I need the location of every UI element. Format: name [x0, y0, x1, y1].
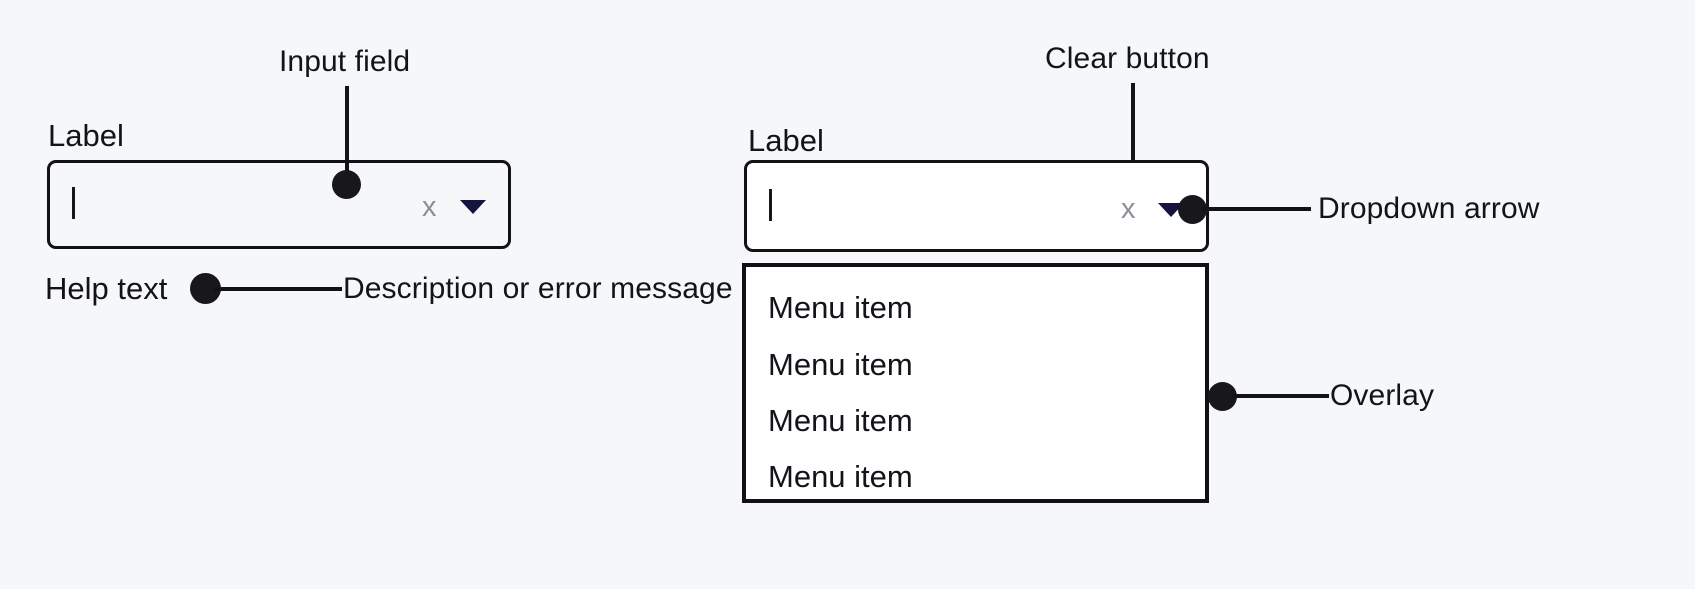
leader-line-dropdown-arrow [1201, 207, 1311, 211]
menu-item[interactable]: Menu item [768, 403, 913, 438]
menu-item[interactable]: Menu item [768, 290, 913, 325]
callout-label-help-description: Description or error message [343, 272, 733, 305]
dropdown-arrow-icon-right[interactable] [1158, 203, 1184, 217]
dropdown-overlay-menu[interactable]: Menu item Menu item Menu item Menu item [742, 263, 1209, 503]
leader-line-clear-button [1131, 83, 1135, 187]
field-label-left: Label [48, 118, 124, 153]
menu-item[interactable]: Menu item [768, 347, 913, 382]
field-label-right: Label [748, 123, 824, 158]
clear-x-icon-left[interactable]: x [422, 191, 437, 223]
text-caret-left [72, 187, 75, 219]
clear-x-icon-right[interactable]: x [1121, 193, 1136, 225]
callout-label-overlay: Overlay [1330, 379, 1435, 412]
callout-label-dropdown-arrow: Dropdown arrow [1318, 192, 1540, 225]
help-text-left: Help text [45, 271, 168, 306]
callout-label-clear-button: Clear button [1045, 42, 1210, 75]
leader-line-help-text [214, 287, 342, 291]
input-field-right[interactable]: x [744, 160, 1209, 252]
menu-item[interactable]: Menu item [768, 459, 913, 494]
input-field-left[interactable]: x [47, 160, 511, 249]
leader-line-input-field [345, 86, 349, 186]
dropdown-arrow-icon-left[interactable] [460, 200, 486, 214]
leader-dot-input-field [332, 170, 361, 199]
callout-label-input-field: Input field [279, 45, 411, 78]
leader-line-overlay [1231, 394, 1329, 398]
text-caret-right [769, 189, 772, 221]
